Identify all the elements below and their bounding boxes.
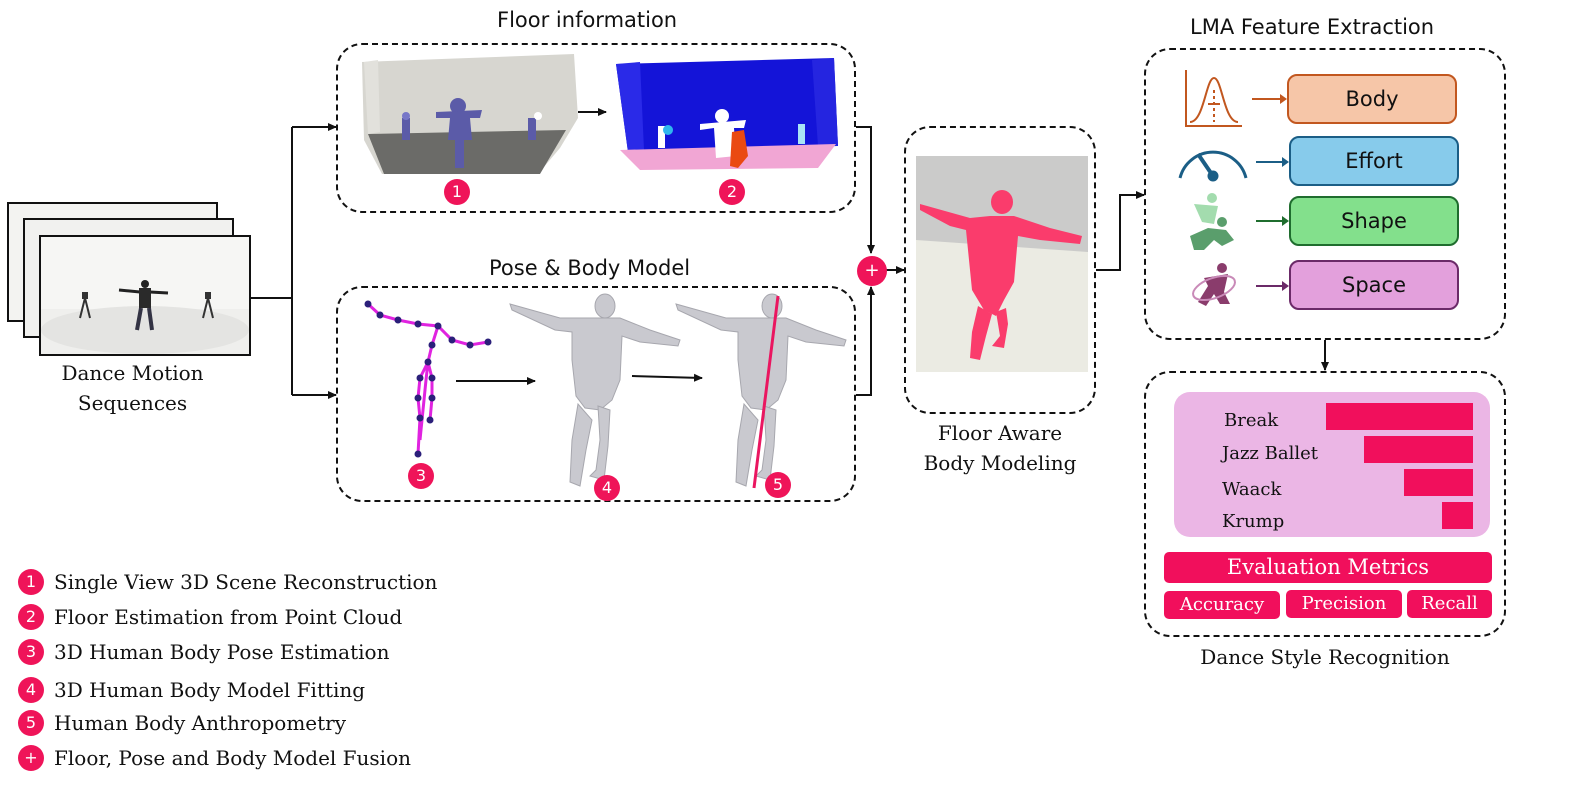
- lma-box: [1144, 48, 1506, 340]
- legend-badge: +: [18, 745, 44, 771]
- legend-badge: 4: [18, 677, 44, 703]
- badge-1: 1: [444, 179, 470, 205]
- legend-text: Floor Estimation from Point Cloud: [54, 605, 403, 629]
- legend-text: Single View 3D Scene Reconstruction: [54, 570, 438, 594]
- badge-3: 3: [408, 463, 434, 489]
- legend-text: Human Body Anthropometry: [54, 711, 347, 735]
- legend-item-3: 3 3D Human Body Pose Estimation: [18, 637, 389, 667]
- badge-4: 4: [594, 475, 620, 501]
- floor-aware-image: [916, 156, 1088, 372]
- recognition-box: [1144, 371, 1506, 637]
- badge-5: 5: [765, 472, 791, 498]
- recognition-title: Dance Style Recognition: [1200, 645, 1450, 669]
- style-label-break: Break: [1224, 410, 1279, 431]
- legend-badge: 5: [18, 710, 44, 736]
- lma-icons: [1178, 70, 1248, 306]
- legend-item-6: + Floor, Pose and Body Model Fusion: [18, 743, 411, 773]
- style-bar-break: [1326, 403, 1473, 430]
- floor-images: [362, 54, 838, 174]
- pose-body-title: Pose & Body Model: [489, 256, 691, 280]
- fusion-badge: +: [857, 256, 887, 286]
- floor-aware-box: [904, 126, 1096, 414]
- legend-item-1: 1 Single View 3D Scene Reconstruction: [18, 567, 437, 597]
- legend-badge: 1: [18, 569, 44, 595]
- metric-accuracy: Accuracy: [1164, 591, 1280, 619]
- metric-recall: Recall: [1407, 590, 1492, 618]
- dancer-space-icon: [1192, 263, 1236, 306]
- dance-motion-frames: [7, 202, 251, 356]
- legend-text: 3D Human Body Pose Estimation: [54, 640, 390, 664]
- pose-body-box: [336, 286, 856, 502]
- floor-information-box: [336, 43, 856, 213]
- lma-shape-pill: Shape: [1289, 196, 1459, 246]
- floor-aware-label: Floor Aware Body Modeling: [923, 421, 1077, 475]
- lma-effort-pill: Effort: [1289, 136, 1459, 186]
- evaluation-metrics-banner: Evaluation Metrics: [1164, 552, 1492, 583]
- legend-text: Floor, Pose and Body Model Fusion: [54, 746, 411, 770]
- legend-item-2: 2 Floor Estimation from Point Cloud: [18, 602, 402, 632]
- style-bar-waack: [1404, 469, 1473, 496]
- speedometer-icon: [1178, 150, 1248, 182]
- legend-item-5: 5 Human Body Anthropometry: [18, 708, 346, 738]
- legend-item-4: 4 3D Human Body Model Fitting: [18, 675, 365, 705]
- gaussian-curve-icon: [1185, 70, 1242, 127]
- style-bar-krump: [1442, 502, 1473, 529]
- metric-precision: Precision: [1286, 590, 1402, 618]
- dancers-shape-icon: [1190, 193, 1234, 250]
- lma-body-pill: Body: [1287, 74, 1457, 124]
- style-bar-jazz-ballet: [1364, 436, 1473, 463]
- floor-information-title: Floor information: [497, 8, 678, 32]
- lma-space-pill: Space: [1289, 260, 1459, 310]
- style-label-jazz-ballet: Jazz Ballet: [1222, 443, 1318, 464]
- pose-images: [364, 293, 847, 489]
- legend-badge: 3: [18, 639, 44, 665]
- legend-text: 3D Human Body Model Fitting: [54, 678, 366, 702]
- style-label-krump: Krump: [1222, 511, 1285, 532]
- lma-title: LMA Feature Extraction: [1190, 15, 1435, 39]
- input-label: Dance Motion Sequences: [61, 361, 204, 415]
- badge-2: 2: [719, 179, 745, 205]
- legend-badge: 2: [18, 604, 44, 630]
- style-label-waack: Waack: [1222, 479, 1282, 500]
